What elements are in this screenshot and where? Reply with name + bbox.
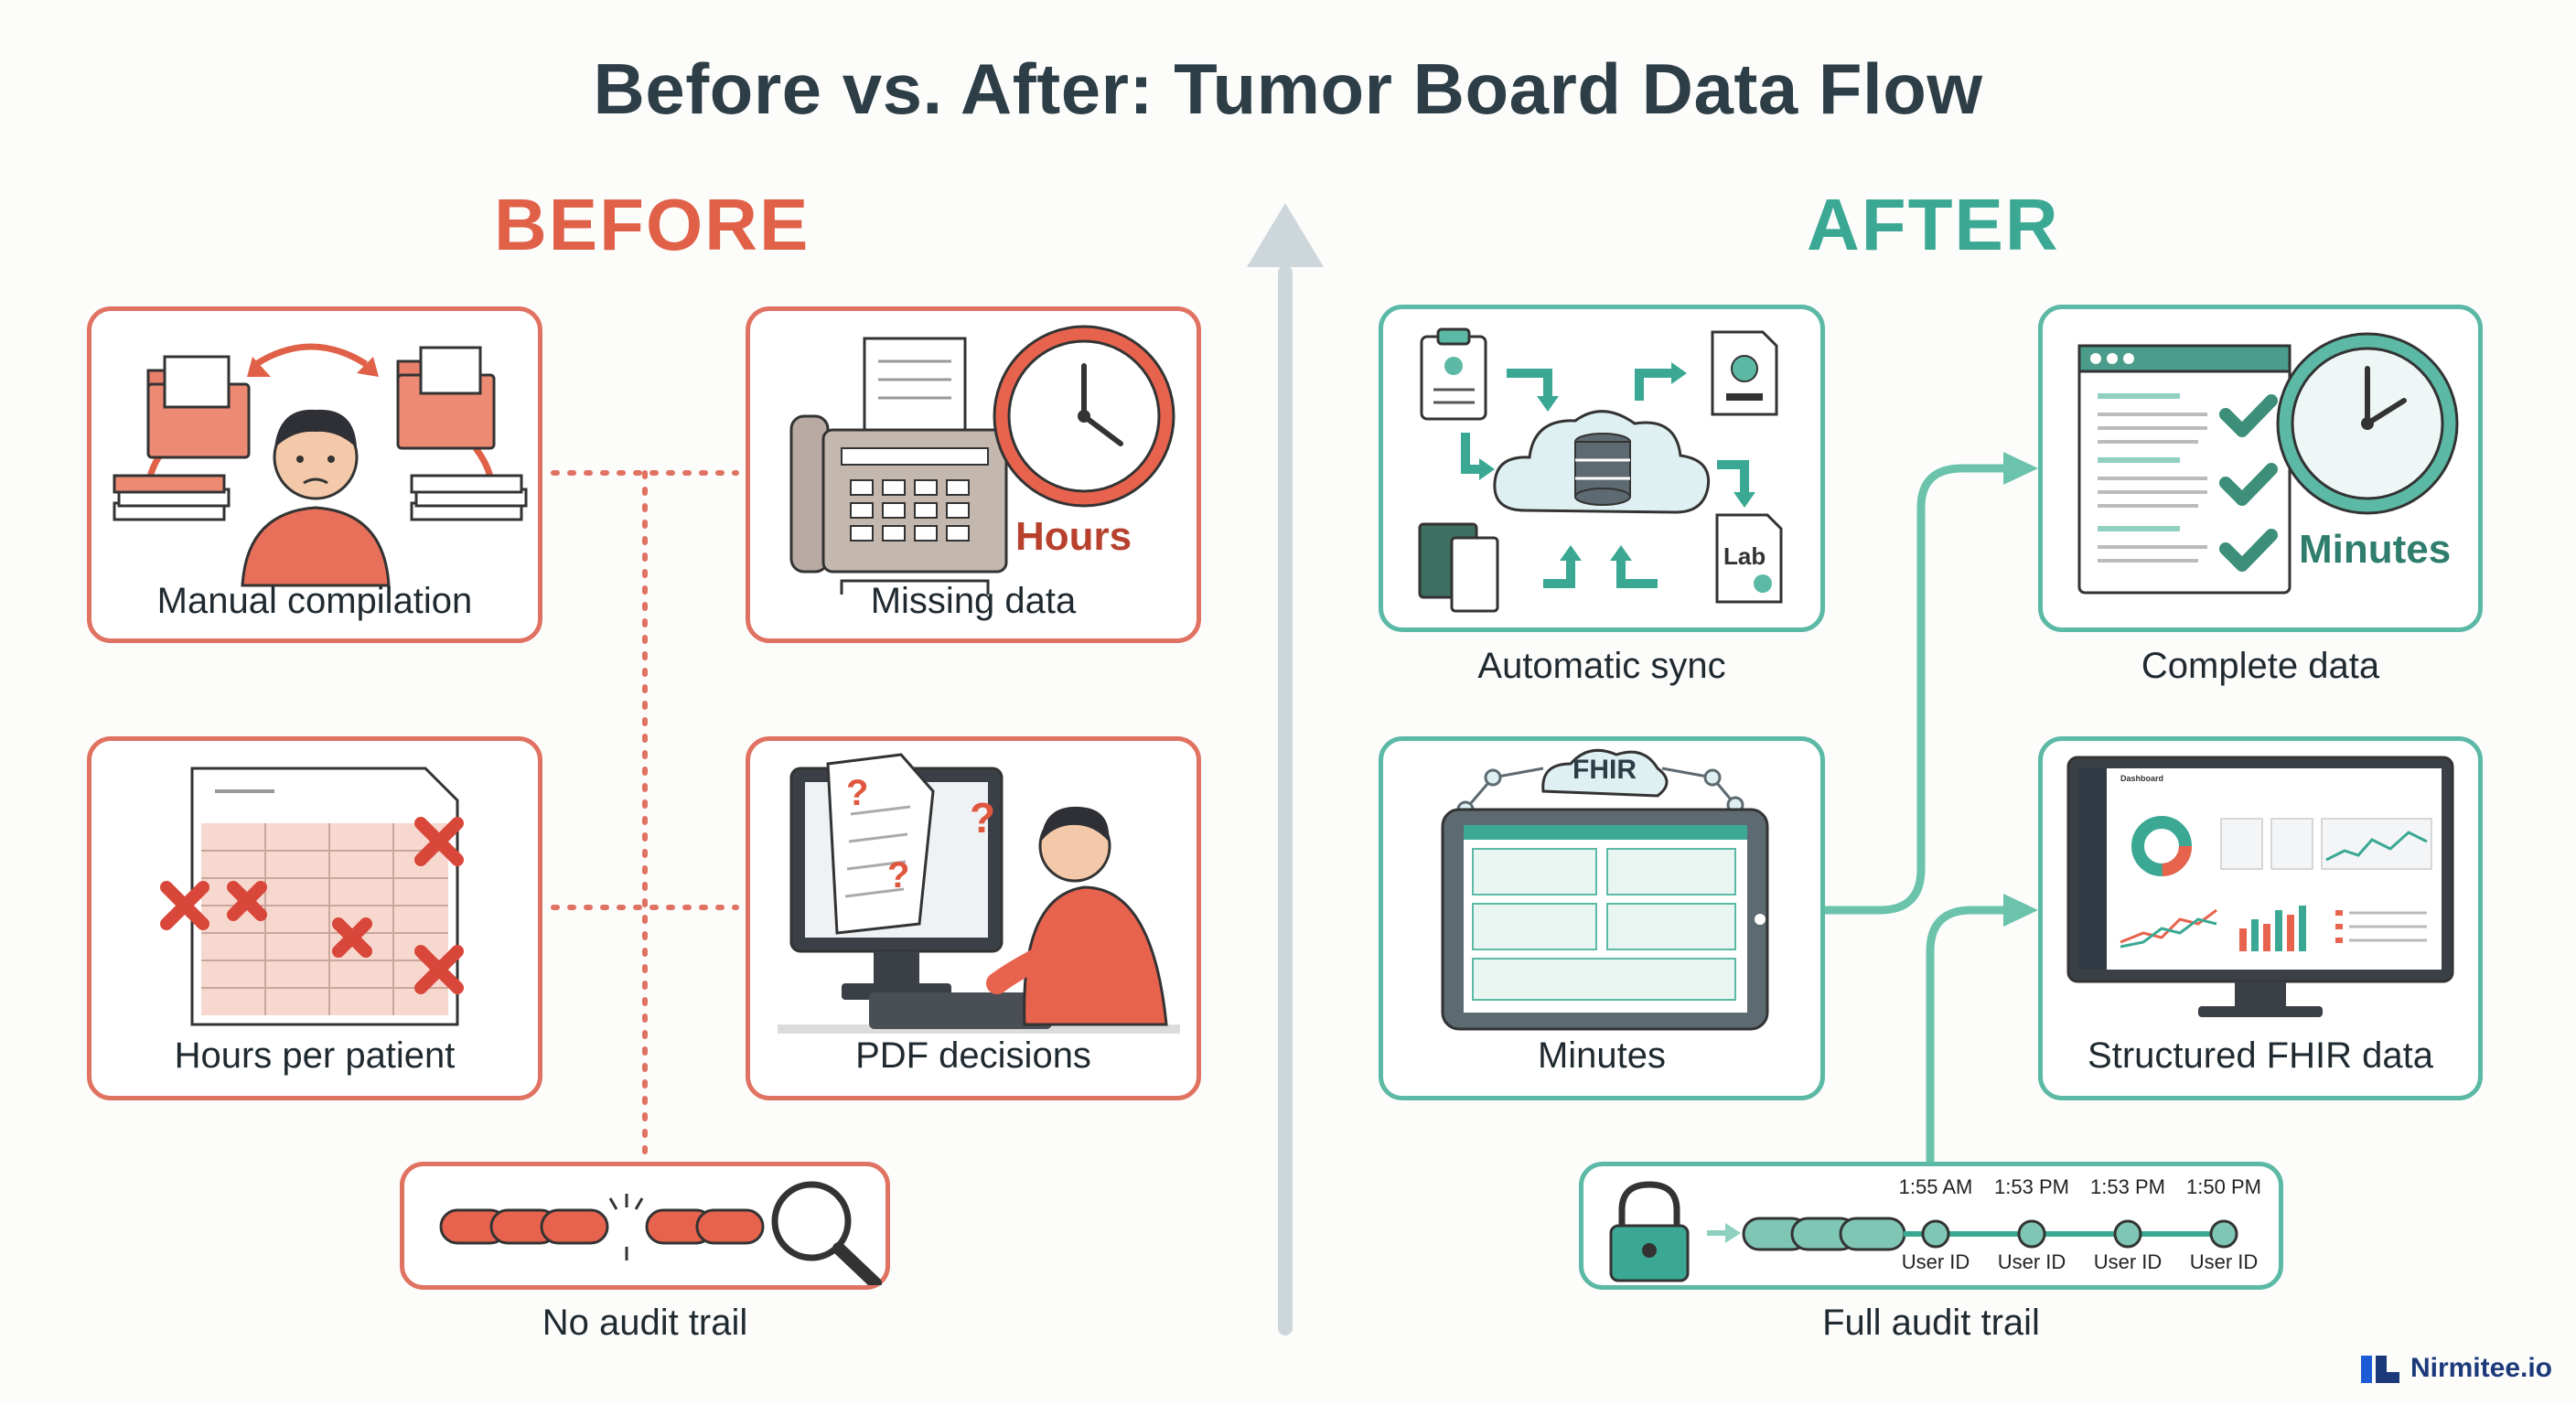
card-hours-per-patient: Hours per patient: [87, 736, 542, 1100]
timeline-nodes: [1921, 1219, 2238, 1249]
audit-user-2: User ID: [1997, 1250, 2066, 1273]
microscope-icon: [1711, 330, 1778, 416]
svg-text:?: ?: [970, 794, 995, 842]
lab-report-icon: [1715, 513, 1783, 604]
folder-icon: [146, 355, 251, 459]
document-window-icon: [2077, 344, 2292, 595]
manual-compilation-illustration: [113, 343, 528, 587]
svg-text:?: ?: [846, 773, 868, 813]
after-heading: AFTER: [1807, 184, 2060, 265]
lock-icon: [1609, 1181, 1690, 1282]
brand-icon: [2360, 1356, 2399, 1383]
card-no-audit-trail: [400, 1162, 890, 1290]
lab-tag: Lab: [1723, 542, 1766, 570]
card-structured-fhir-data: Dashboard Structured FHIR data: [2038, 736, 2483, 1100]
monitor-icon: [2066, 756, 2454, 1017]
audit-time-4: 1:50 PM: [2186, 1175, 2261, 1198]
chain-icon: [439, 1208, 765, 1245]
dashboard-title: Dashboard: [2120, 774, 2164, 783]
card-automatic-sync: Lab: [1379, 305, 1825, 632]
card-label: Hours per patient: [174, 1035, 456, 1076]
audit-chain-illustration: [1609, 1181, 2238, 1282]
audit-user-3: User ID: [2093, 1250, 2163, 1273]
spreadsheet-icon: [190, 767, 459, 1026]
dashboard-monitor-illustration: [2066, 756, 2454, 1017]
person-icon: [986, 806, 1168, 1026]
fhir-tag: FHIR: [1572, 755, 1637, 785]
audit-time-3: 1:53 PM: [2090, 1175, 2165, 1198]
card-full-audit-trail: 1:55 AM 1:53 PM 1:53 PM 1:50 PM User ID …: [1579, 1162, 2283, 1290]
brand-logo[interactable]: Nirmitee.io: [2359, 1352, 2552, 1385]
clock-icon: [993, 325, 1175, 508]
spreadsheet-illustration: [160, 767, 464, 1026]
checkmark-icon: [2219, 394, 2278, 572]
tablet-icon: [1441, 808, 1769, 1031]
minutes-badge: Minutes: [2299, 527, 2452, 572]
svg-text:?: ?: [887, 855, 909, 896]
audit-user-1: User ID: [1901, 1250, 1970, 1273]
card-fhir-minutes: FHIR Minutes: [1379, 736, 1825, 1100]
card-complete-data: Minutes: [2038, 305, 2483, 632]
card-manual-compilation: Manual compilation: [87, 306, 542, 643]
audit-time-1: 1:55 AM: [1898, 1175, 1973, 1198]
card-label: Minutes: [1537, 1035, 1667, 1076]
card-label-complete-data: Complete data: [2141, 646, 2380, 686]
chain-icon: [1742, 1217, 1906, 1251]
clock-icon: [2276, 332, 2459, 515]
card-label-no-audit-trail: No audit trail: [542, 1303, 748, 1343]
audit-user-4: User ID: [2189, 1250, 2259, 1273]
card-label-automatic-sync: Automatic sync: [1477, 646, 1726, 686]
card-missing-data: Hours Missing data: [746, 306, 1201, 643]
audit-time-2: 1:53 PM: [1994, 1175, 2069, 1198]
computer-user-illustration: ? ? ?: [778, 753, 1180, 1034]
scan-icon: [1418, 522, 1499, 613]
card-label-full-audit-trail: Full audit trail: [1822, 1303, 2040, 1343]
before-heading: BEFORE: [494, 184, 810, 265]
fhir-tablet-illustration: [1441, 748, 1769, 1031]
card-label: Structured FHIR data: [2088, 1035, 2433, 1076]
card-label: PDF decisions: [855, 1035, 1091, 1076]
person-icon: [241, 409, 391, 587]
clipboard-icon: [1420, 327, 1487, 421]
x-mark-icon: [160, 817, 464, 994]
fax-icon: [789, 337, 1008, 595]
broken-chain-illustration: [439, 1181, 882, 1285]
complete-data-illustration: [2077, 332, 2459, 595]
card-label: Missing data: [870, 581, 1077, 621]
sync-illustration: [1418, 327, 1783, 613]
page-title: Before vs. After: Tumor Board Data Flow: [593, 48, 1983, 129]
folder-icon: [396, 346, 496, 450]
brand-name: Nirmitee.io: [2410, 1353, 2552, 1383]
card-label: Manual compilation: [156, 581, 473, 621]
missing-data-illustration: [789, 325, 1175, 595]
cloud-database-icon: [1493, 410, 1711, 514]
magnifier-icon: [771, 1181, 882, 1285]
hours-badge: Hours: [1015, 514, 1132, 559]
card-pdf-decisions: ? ? ? PDF decisions: [746, 736, 1201, 1100]
